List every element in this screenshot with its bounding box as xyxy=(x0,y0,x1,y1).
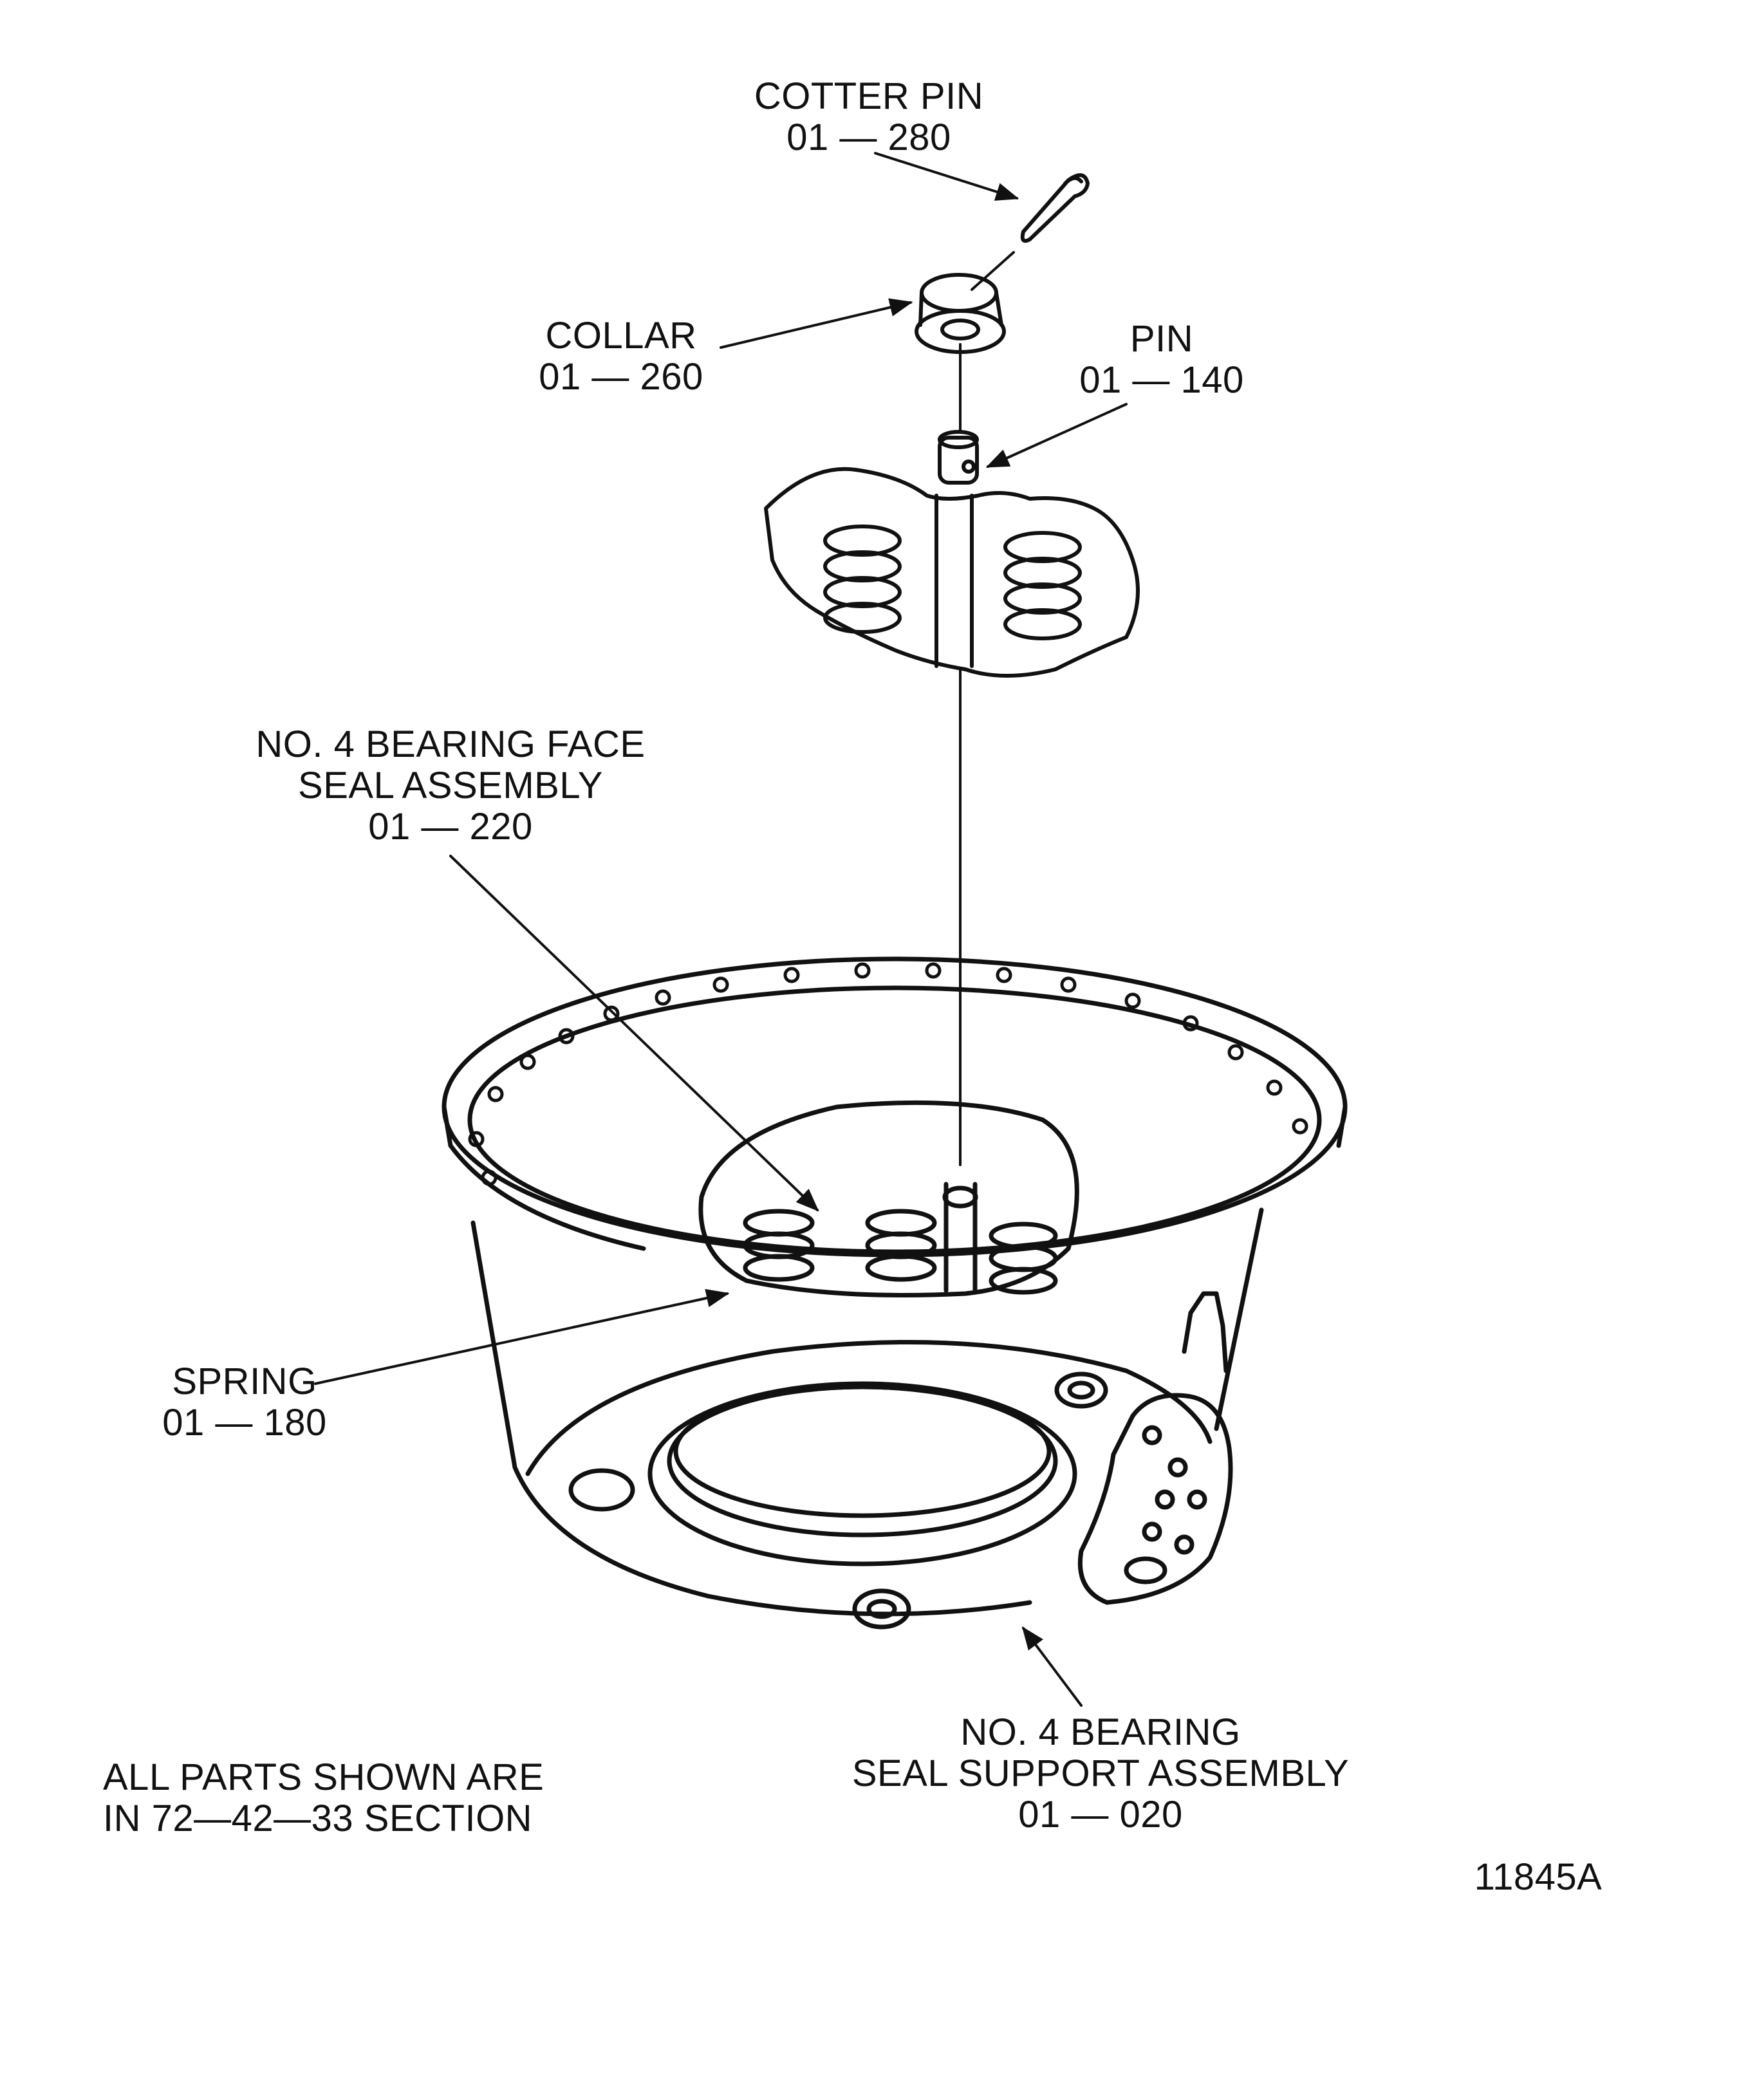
cotter-pin-part xyxy=(1020,173,1090,243)
collar-label: COLLAR 01 — 260 xyxy=(528,315,714,398)
flange-bolt-holes xyxy=(468,962,1308,1186)
pin-name: PIN xyxy=(1130,318,1194,360)
cotter-pin-leader xyxy=(874,152,1019,201)
leader-lines xyxy=(314,152,1128,1707)
collar-part xyxy=(915,273,1006,354)
collar-part-number: 01 — 260 xyxy=(539,356,703,398)
spring-label: SPRING 01 — 180 xyxy=(151,1361,338,1444)
seal-support-housing xyxy=(442,956,1348,1630)
spring-part-number: 01 — 180 xyxy=(162,1402,327,1444)
seal-support-line-2: SEAL SUPPORT ASSEMBLY xyxy=(851,1752,1350,1794)
cotter-pin-label: COTTER PIN 01 — 280 xyxy=(721,76,1017,158)
pin-part-number: 01 — 140 xyxy=(1079,359,1244,401)
seal-support-line-1: NO. 4 BEARING xyxy=(960,1711,1241,1753)
section-note-line-1: ALL PARTS SHOWN ARE xyxy=(103,1756,544,1798)
spring-leader xyxy=(314,1288,730,1385)
cotter-pin-part-number: 01 — 280 xyxy=(786,116,951,158)
section-note-line-2: IN 72—42—33 SECTION xyxy=(103,1798,533,1839)
cotter-pin-axis-line xyxy=(971,251,1015,291)
pin-label: PIN 01 — 140 xyxy=(1068,319,1255,401)
collar-name: COLLAR xyxy=(545,315,697,357)
face-seal-line-1: NO. 4 BEARING FACE xyxy=(256,723,646,765)
face-seal-line-2: SEAL ASSEMBLY xyxy=(298,765,603,806)
section-note: ALL PARTS SHOWN ARE IN 72—42—33 SECTION xyxy=(103,1757,592,1839)
seal-support-leader xyxy=(1021,1626,1083,1707)
spring-name: SPRING xyxy=(172,1361,317,1402)
face-seal-part-number: 01 — 220 xyxy=(368,806,533,848)
seal-support-part-number: 01 — 020 xyxy=(1018,1794,1183,1835)
figure-id: 11845A xyxy=(1474,1856,1603,1898)
pin-leader xyxy=(985,403,1128,468)
collar-leader xyxy=(720,298,913,349)
seal-support-label: NO. 4 BEARING SEAL SUPPORT ASSEMBLY 01 —… xyxy=(830,1712,1371,1835)
seal-segment-part xyxy=(764,430,1140,678)
cotter-pin-name: COTTER PIN xyxy=(754,75,984,117)
face-seal-label: NO. 4 BEARING FACE SEAL ASSEMBLY 01 — 22… xyxy=(238,724,663,848)
face-seal-leader xyxy=(449,855,819,1212)
